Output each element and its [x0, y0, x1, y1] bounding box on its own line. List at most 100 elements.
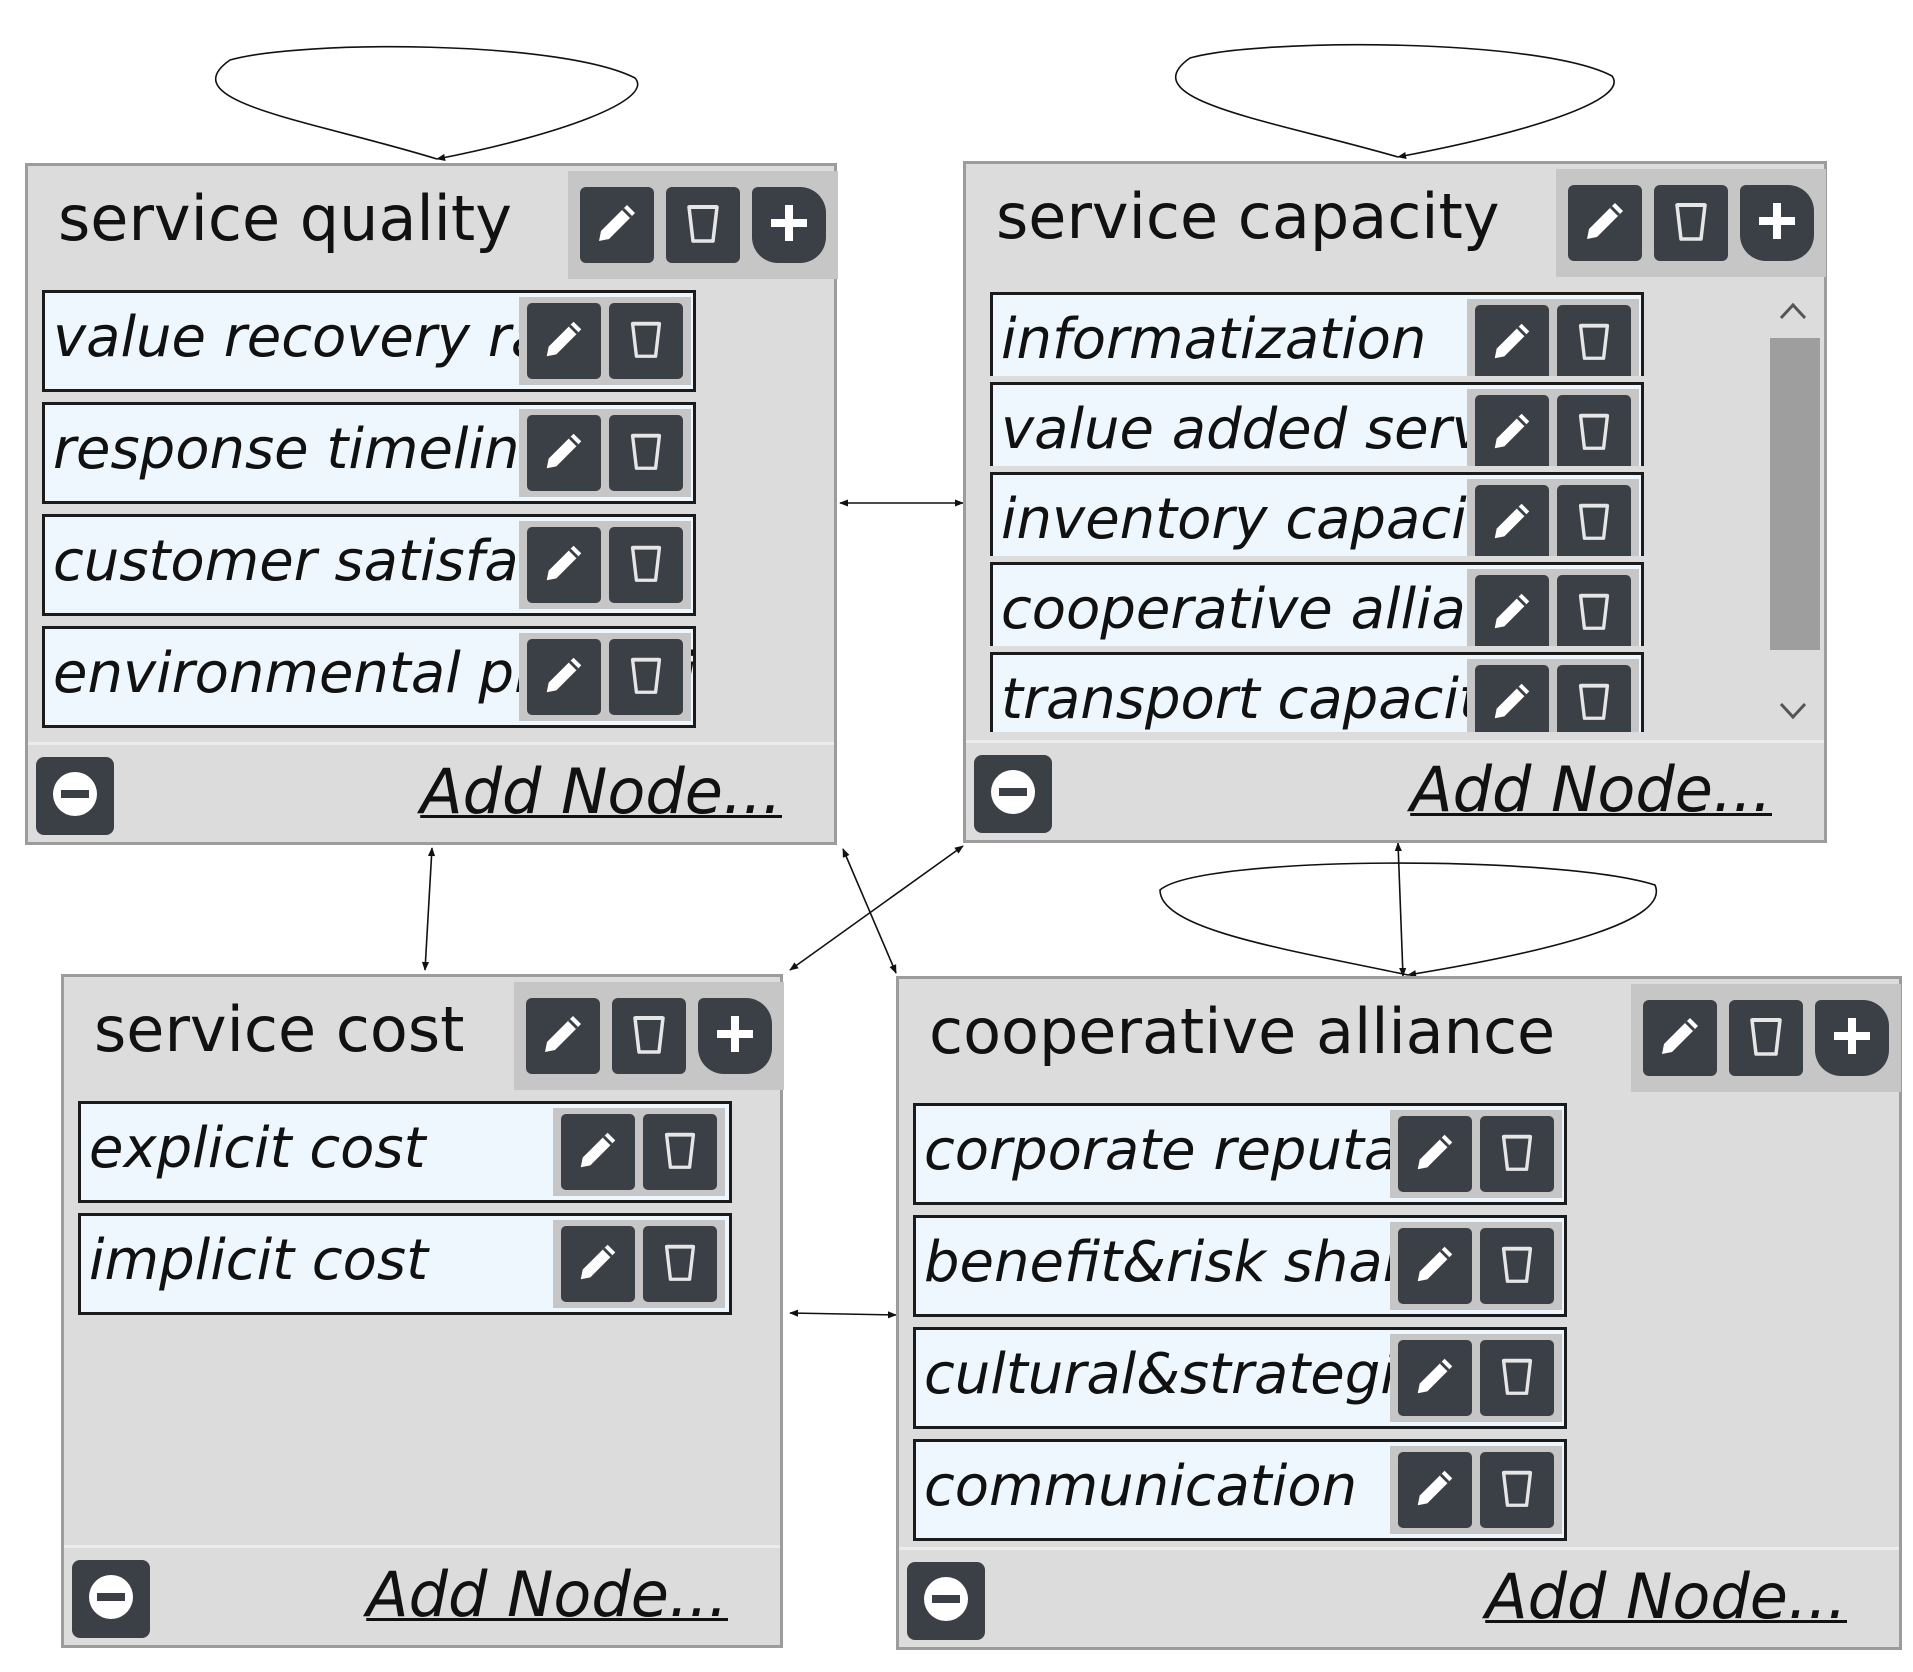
edit-item-button[interactable] — [527, 639, 601, 715]
list-item[interactable]: response timeliness — [42, 402, 696, 504]
group-header: service quality — [28, 166, 838, 284]
delete-item-button[interactable] — [643, 1114, 717, 1190]
collapse-button[interactable] — [907, 1562, 985, 1640]
list-item[interactable]: explicit cost — [78, 1101, 732, 1203]
list-item[interactable]: cultural&strategic — [913, 1327, 1567, 1429]
group-service-quality: service quality value recovery rate resp… — [25, 163, 838, 845]
pencil-icon — [1489, 588, 1535, 638]
edit-item-button[interactable] — [527, 415, 601, 491]
list-item[interactable]: communication — [913, 1439, 1567, 1541]
delete-item-button[interactable] — [643, 1226, 717, 1302]
pencil-icon — [1656, 1012, 1704, 1064]
group-header: cooperative alliance — [899, 979, 1901, 1097]
plus-icon — [1828, 1012, 1876, 1064]
add-node-link[interactable]: Add Node... — [366, 1558, 728, 1631]
list-item[interactable]: implicit cost — [78, 1213, 732, 1315]
edit-group-button[interactable] — [580, 187, 654, 263]
edit-item-button[interactable] — [561, 1226, 635, 1302]
delete-item-button[interactable] — [1480, 1452, 1554, 1528]
list-item[interactable]: environmental protection — [42, 626, 696, 728]
item-toolbar — [1467, 659, 1639, 732]
group-title: service capacity — [996, 180, 1500, 253]
edge-quality-alliance — [842, 848, 897, 974]
edit-item-button[interactable] — [561, 1114, 635, 1190]
trash-icon — [1494, 1129, 1540, 1179]
delete-group-button[interactable] — [1654, 185, 1728, 261]
delete-item-button[interactable] — [1480, 1340, 1554, 1416]
delete-item-button[interactable] — [1480, 1116, 1554, 1192]
group-toolbar — [514, 982, 784, 1090]
scroll-down-button[interactable] — [1764, 688, 1822, 738]
list-item[interactable]: value added service — [990, 382, 1644, 466]
add-item-button[interactable] — [752, 187, 826, 263]
group-cooperative-alliance: cooperative alliance corporate reputatio… — [896, 976, 1902, 1650]
item-toolbar — [519, 633, 691, 721]
item-toolbar — [1390, 1334, 1562, 1422]
delete-item-button[interactable] — [1480, 1228, 1554, 1304]
trash-icon — [1571, 498, 1617, 548]
scroll-thumb[interactable] — [1770, 338, 1820, 650]
edge-capacity-alliance — [1394, 842, 1407, 977]
add-node-link[interactable]: Add Node... — [420, 755, 782, 828]
edit-item-button[interactable] — [527, 303, 601, 379]
list-item[interactable]: customer satisfaction — [42, 514, 696, 616]
delete-group-button[interactable] — [666, 187, 740, 263]
delete-group-button[interactable] — [612, 998, 686, 1074]
item-label: informatization — [1001, 307, 1427, 372]
add-item-button[interactable] — [1815, 1000, 1889, 1076]
edit-item-button[interactable] — [1475, 305, 1549, 376]
item-list: value recovery rate response timeliness … — [42, 290, 832, 730]
delete-group-button[interactable] — [1729, 1000, 1803, 1076]
add-item-button[interactable] — [1740, 185, 1814, 261]
edit-item-button[interactable] — [1398, 1116, 1472, 1192]
trash-icon — [1571, 408, 1617, 458]
delete-item-button[interactable] — [1557, 305, 1631, 376]
edit-item-button[interactable] — [1398, 1228, 1472, 1304]
edge-capacity-cost — [789, 845, 964, 971]
collapse-button[interactable] — [72, 1560, 150, 1638]
list-item[interactable]: value recovery rate — [42, 290, 696, 392]
list-item[interactable]: inventory capacity — [990, 472, 1644, 556]
edit-item-button[interactable] — [1398, 1340, 1472, 1416]
list-item[interactable]: corporate reputation — [913, 1103, 1567, 1205]
pencil-icon — [541, 540, 587, 590]
chevron-down-icon — [1777, 700, 1809, 726]
group-toolbar — [568, 171, 838, 279]
group-toolbar — [1556, 169, 1826, 277]
pencil-icon — [1412, 1241, 1458, 1291]
edit-group-button[interactable] — [1568, 185, 1642, 261]
edit-item-button[interactable] — [1475, 665, 1549, 732]
collapse-button[interactable] — [974, 755, 1052, 833]
add-item-button[interactable] — [698, 998, 772, 1074]
list-item[interactable]: benefit&risk sharing — [913, 1215, 1567, 1317]
item-list: corporate reputation benefit&risk sharin… — [913, 1103, 1893, 1543]
delete-item-button[interactable] — [1557, 485, 1631, 556]
scroll-up-button[interactable] — [1764, 288, 1822, 338]
edge-cost-alliance — [789, 1309, 897, 1319]
edit-item-button[interactable] — [1475, 575, 1549, 646]
edit-item-button[interactable] — [1475, 485, 1549, 556]
delete-item-button[interactable] — [1557, 395, 1631, 466]
edit-item-button[interactable] — [527, 527, 601, 603]
edit-item-button[interactable] — [1475, 395, 1549, 466]
delete-item-button[interactable] — [609, 415, 683, 491]
add-node-link[interactable]: Add Node... — [1485, 1560, 1847, 1633]
group-service-capacity: service capacity informatization value a… — [963, 161, 1827, 843]
delete-item-button[interactable] — [609, 303, 683, 379]
list-item[interactable]: cooperative alliance — [990, 562, 1644, 646]
list-item[interactable]: informatization — [990, 292, 1644, 376]
delete-item-button[interactable] — [1557, 665, 1631, 732]
edit-group-button[interactable] — [1643, 1000, 1717, 1076]
delete-item-button[interactable] — [609, 639, 683, 715]
item-label: transport capacity — [1001, 667, 1514, 732]
edit-group-button[interactable] — [526, 998, 600, 1074]
delete-item-button[interactable] — [1557, 575, 1631, 646]
trash-icon — [623, 316, 669, 366]
minus-icon — [83, 1569, 139, 1629]
add-node-link[interactable]: Add Node... — [1410, 753, 1772, 826]
edit-item-button[interactable] — [1398, 1452, 1472, 1528]
collapse-button[interactable] — [36, 757, 114, 835]
list-item[interactable]: transport capacity — [990, 652, 1644, 732]
delete-item-button[interactable] — [609, 527, 683, 603]
scrollbar[interactable] — [1764, 288, 1822, 738]
